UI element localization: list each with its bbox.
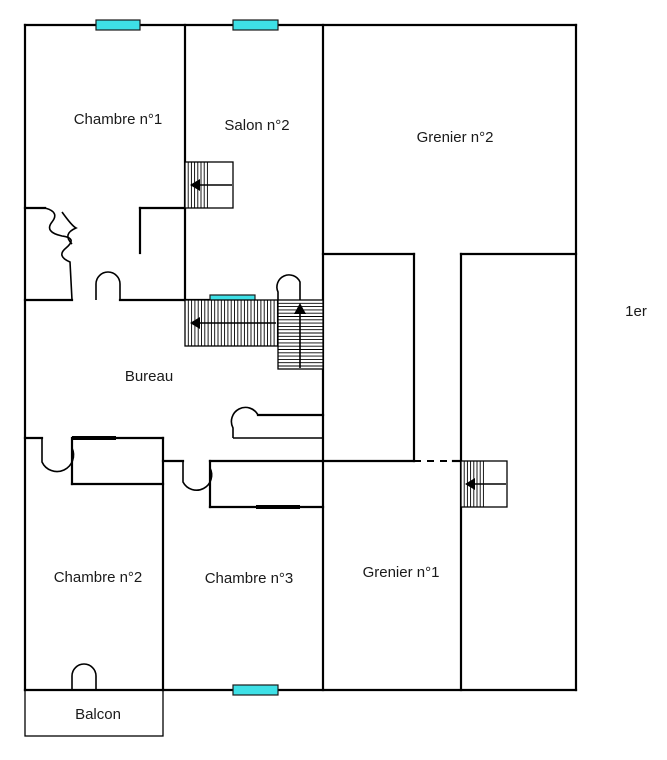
balcon-outline bbox=[24, 689, 164, 737]
room-label-chambre1: Chambre n°1 bbox=[74, 111, 163, 128]
room-label-grenier2: Grenier n°2 bbox=[417, 129, 494, 146]
stair-left-arrow-icon bbox=[190, 179, 200, 191]
room-label-salon2: Salon n°2 bbox=[224, 117, 289, 134]
stair-bureau bbox=[184, 299, 279, 347]
doors bbox=[41, 207, 323, 690]
room-label-chambre2: Chambre n°2 bbox=[54, 569, 143, 586]
room-label-grenier1: Grenier n°1 bbox=[363, 564, 440, 581]
window-chambre1 bbox=[95, 19, 141, 31]
stair-salon bbox=[184, 161, 234, 209]
floor-label: 1er bbox=[625, 303, 647, 320]
stair-vertical bbox=[277, 299, 324, 370]
room-label-chambre3: Chambre n°3 bbox=[205, 570, 294, 587]
stair-left-arrow-icon bbox=[190, 317, 200, 329]
room-label-balcon: Balcon bbox=[75, 706, 121, 723]
stair-up-arrow-icon bbox=[294, 303, 306, 314]
stair-left-arrow-icon bbox=[465, 478, 475, 490]
window-salon2 bbox=[232, 19, 279, 31]
window-chambre3 bbox=[232, 684, 279, 696]
stair-grenier bbox=[460, 460, 508, 508]
room-label-bureau: Bureau bbox=[125, 368, 173, 385]
